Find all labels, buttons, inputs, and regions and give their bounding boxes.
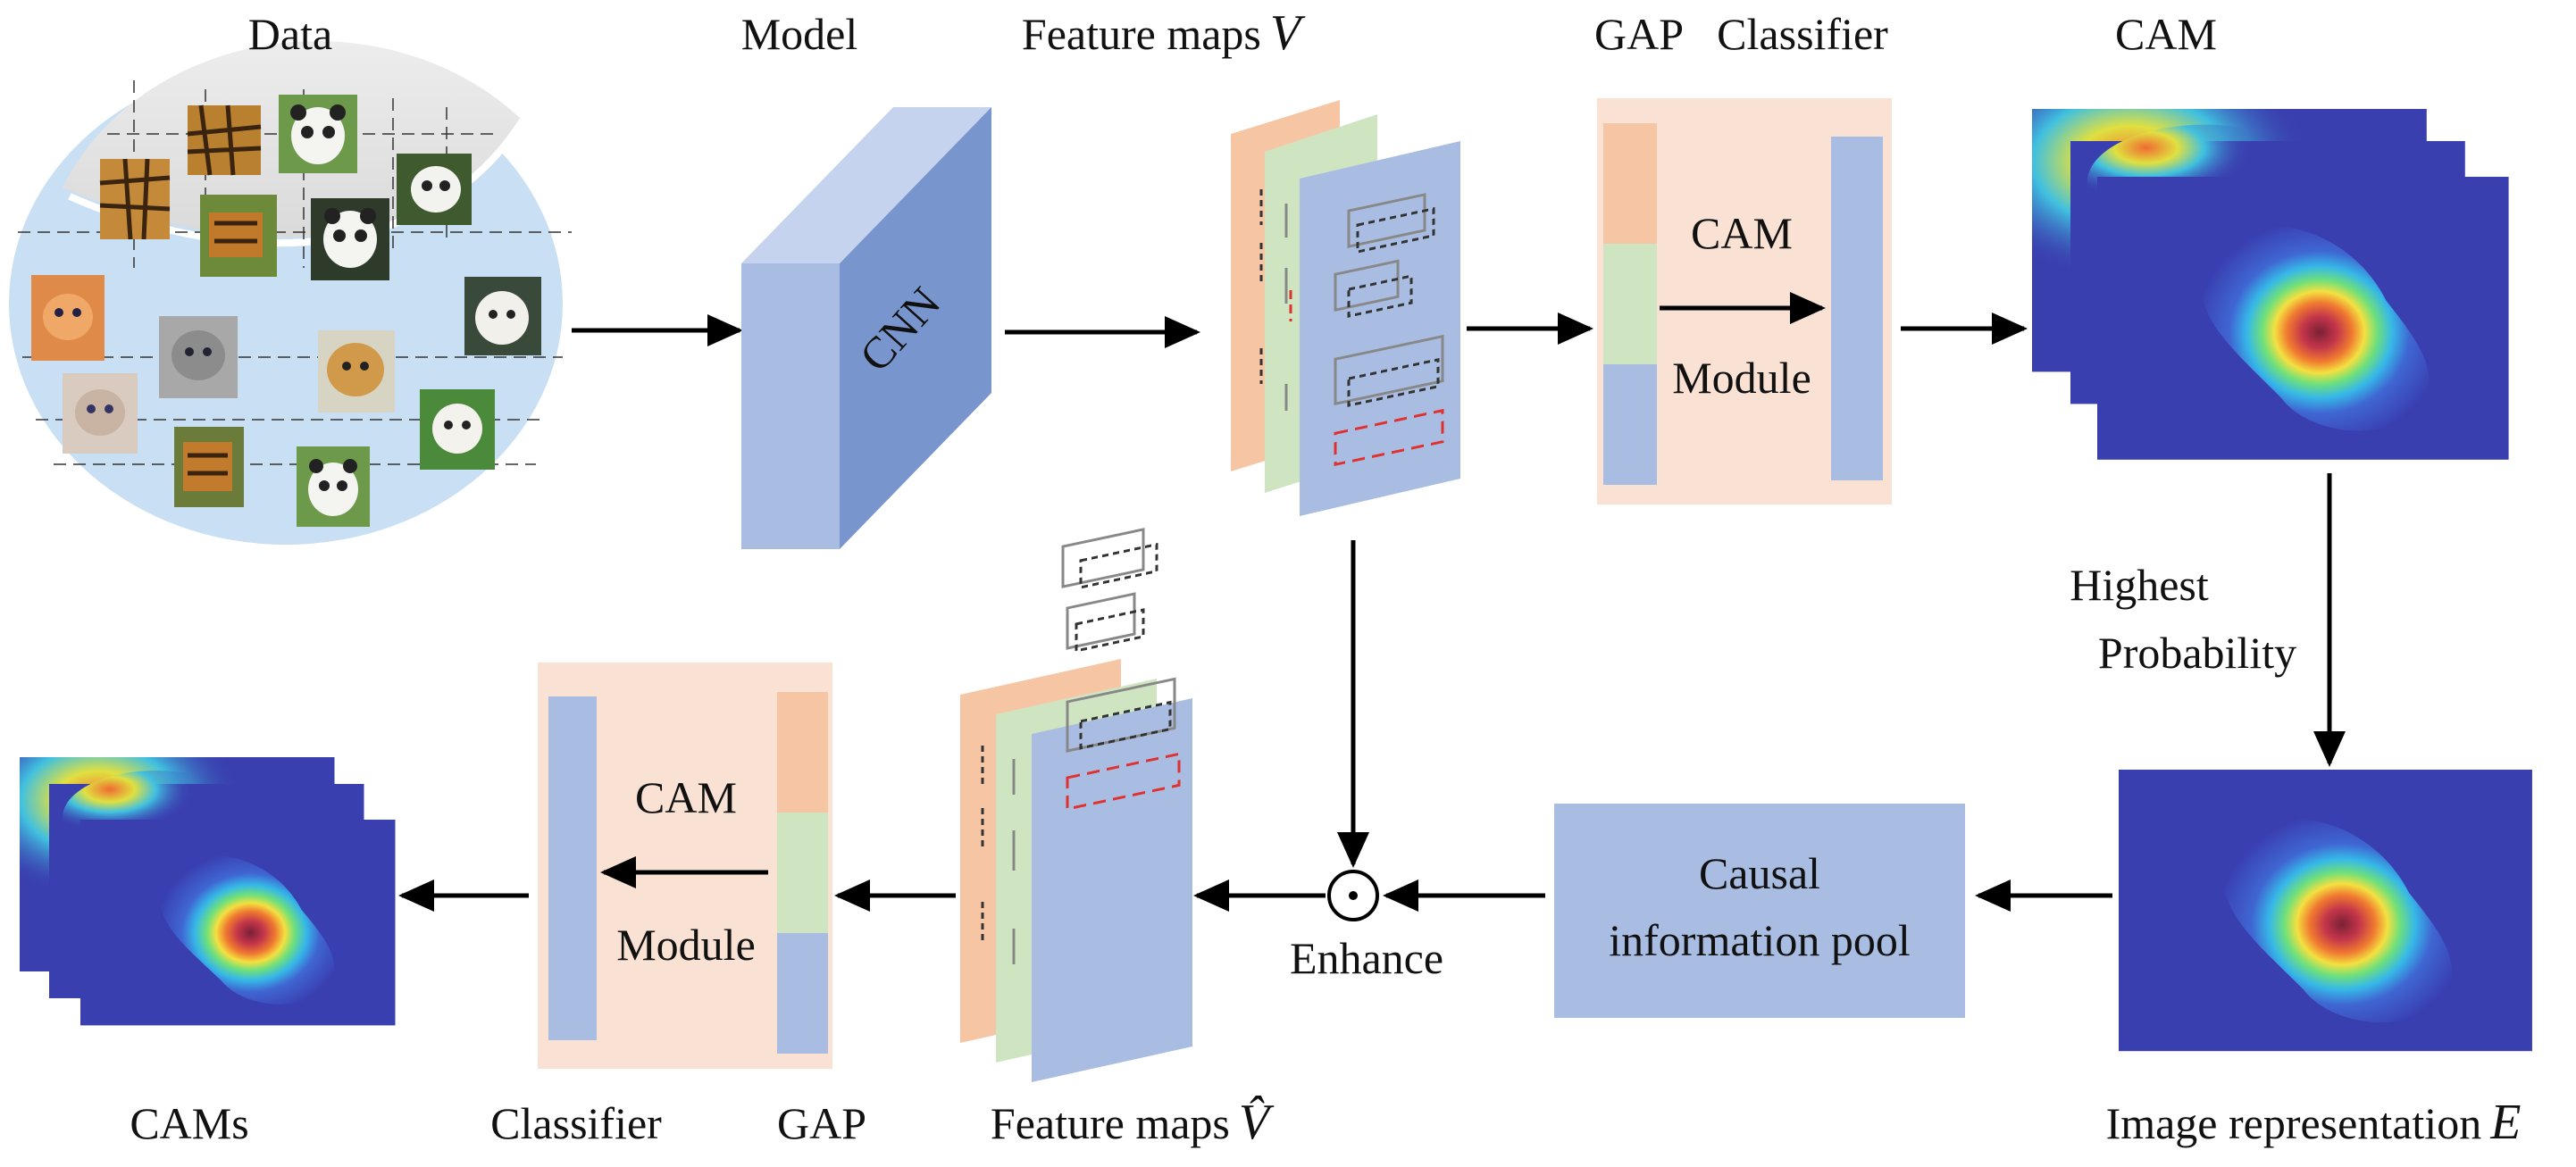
label-gap-top: GAP xyxy=(1594,9,1684,59)
label-cams: CAMs xyxy=(130,1098,248,1148)
label-cam-top: CAM xyxy=(2115,9,2217,59)
cam-module-top-line1: CAM xyxy=(1691,208,1793,258)
label-classifier-top: Classifier xyxy=(1717,9,1888,59)
label-probability: Probability xyxy=(2098,628,2296,678)
cam-module-bottom-line1: CAM xyxy=(635,772,737,822)
cam-module-top: CAM Module xyxy=(1597,98,1892,504)
cam-module-top-line2: Module xyxy=(1672,353,1811,403)
label-data: Data xyxy=(248,9,332,59)
causal-line2: information pool xyxy=(1609,915,1910,965)
data-block xyxy=(9,41,572,545)
dog-thumbnail xyxy=(318,277,541,470)
label-gap-bottom: GAP xyxy=(777,1098,866,1148)
label-enhance: Enhance xyxy=(1290,933,1443,983)
causal-information-pool: Causal information pool xyxy=(1554,804,1965,1018)
causal-line1: Causal xyxy=(1699,848,1820,898)
cams-bottom xyxy=(20,757,396,1026)
tiger-thumbnail xyxy=(99,104,277,507)
label-classifier-bottom: Classifier xyxy=(490,1098,662,1148)
feature-maps-top xyxy=(1231,100,1460,516)
label-model: Model xyxy=(741,9,858,59)
cam-module-bottom-line2: Module xyxy=(616,920,756,970)
image-representation xyxy=(2119,770,2532,1052)
cam-module-bottom: CAM Module xyxy=(538,663,832,1069)
panda-thumbnail xyxy=(279,95,472,527)
cat-thumbnail xyxy=(31,275,238,454)
enhance-node xyxy=(1327,870,1379,921)
cam-heatmaps-top xyxy=(2032,109,2509,460)
label-highest: Highest xyxy=(2070,560,2209,610)
cnn-block: CNN xyxy=(741,107,991,549)
feature-maps-bottom xyxy=(960,528,1192,1082)
